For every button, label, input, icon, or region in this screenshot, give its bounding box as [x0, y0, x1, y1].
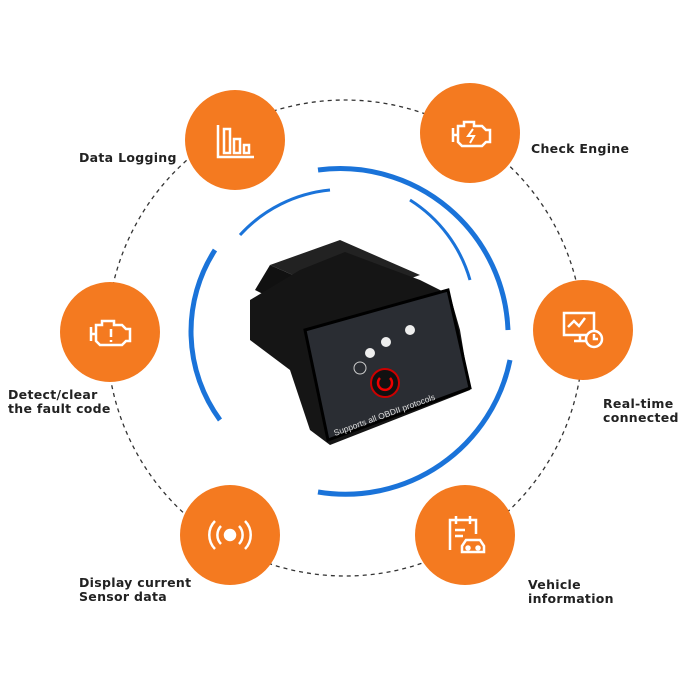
label-text: Vehicle — [528, 577, 581, 592]
bar-chart-icon — [216, 125, 254, 159]
label-text: Display current — [79, 575, 192, 590]
engine-bolt-icon — [451, 120, 492, 148]
label-text: Data Logging — [79, 150, 177, 165]
feature-real-time — [533, 280, 633, 380]
feature-check-engine — [420, 83, 520, 183]
feature-data-logging — [185, 90, 285, 190]
engine-warning-icon — [89, 319, 132, 347]
feature-sensor-data — [180, 485, 280, 585]
label-text: the fault code — [8, 401, 111, 416]
label-text: Sensor data — [79, 589, 168, 604]
label-data-logging: Data Logging — [79, 151, 177, 165]
label-text: connected — [603, 410, 679, 425]
label-text: Check Engine — [531, 141, 630, 156]
blue-arcs — [188, 166, 513, 497]
label-text: Detect/clear — [8, 387, 98, 402]
label-text: Real-time — [603, 396, 674, 411]
car-calendar-icon — [448, 516, 486, 554]
label-check-engine: Check Engine — [531, 142, 629, 156]
feature-detect-clear — [60, 282, 160, 382]
signal-broadcast-icon — [208, 520, 252, 550]
label-text: information — [528, 591, 614, 606]
feature-vehicle-info — [415, 485, 515, 585]
monitor-clock-icon — [562, 311, 604, 349]
obd-device: Supports all OBDII protocols — [250, 240, 472, 445]
